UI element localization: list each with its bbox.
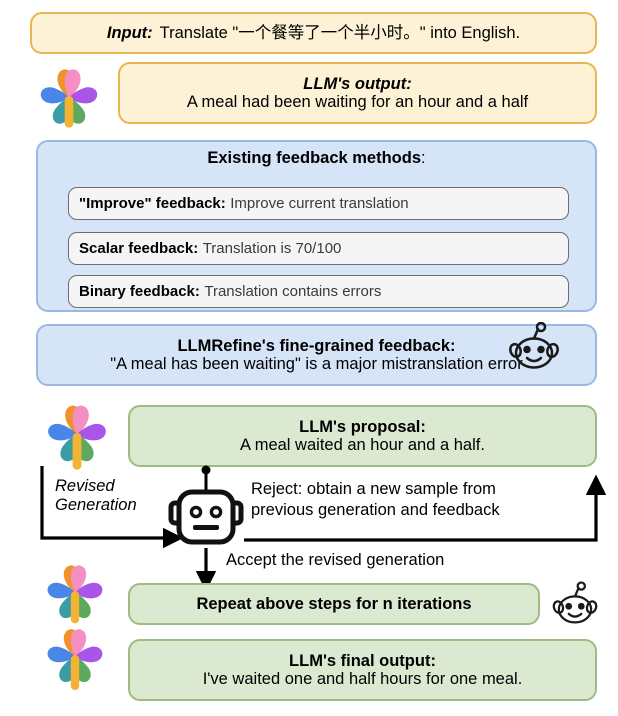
scalar-feedback-value: Translation is 70/100 bbox=[202, 239, 342, 257]
llmrefine-feedback-text: "A meal has been waiting" is a major mis… bbox=[110, 355, 523, 373]
llm-proposal-title: LLM's proposal: bbox=[299, 417, 426, 436]
binary-feedback-row: Binary feedback: Translation contains er… bbox=[68, 275, 569, 308]
existing-feedback-title-row: Existing feedback methods: bbox=[207, 149, 425, 168]
llmrefine-feedback-title: LLMRefine's fine-grained feedback: bbox=[177, 336, 456, 355]
binary-feedback-label: Binary feedback: bbox=[79, 282, 200, 300]
existing-feedback-panel: Existing feedback methods: "Improve" fee… bbox=[36, 140, 597, 312]
scalar-feedback-label: Scalar feedback: bbox=[79, 239, 199, 257]
llm-output-title: LLM's output: bbox=[303, 74, 412, 93]
final-output-text: I've waited one and half hours for one m… bbox=[202, 670, 523, 688]
llm-output-box: LLM's output: A meal had been waiting fo… bbox=[118, 62, 597, 124]
reddit-snoo-icon bbox=[549, 581, 601, 627]
revised-generation-label: Revised Generation bbox=[55, 477, 137, 515]
robot-icon bbox=[163, 487, 249, 549]
final-output-box: LLM's final output: I've waited one and … bbox=[128, 639, 597, 701]
improve-feedback-value: Improve current translation bbox=[230, 194, 409, 212]
input-text: Translate "一个餐等了一个半小时。" into English. bbox=[159, 23, 521, 42]
llm-proposal-text: A meal waited an hour and a half. bbox=[240, 436, 485, 454]
final-output-title: LLM's final output: bbox=[289, 651, 436, 670]
pinwheel-icon bbox=[40, 620, 110, 700]
input-box: Input: Translate "一个餐等了一个半小时。" into Engl… bbox=[30, 12, 597, 54]
improve-feedback-label: "Improve" feedback: bbox=[79, 194, 226, 212]
scalar-feedback-row: Scalar feedback: Translation is 70/100 bbox=[68, 232, 569, 265]
llmrefine-feedback-box: LLMRefine's fine-grained feedback: "A me… bbox=[36, 324, 597, 386]
pinwheel-icon bbox=[40, 556, 110, 632]
revised-generation-line1: Revised bbox=[55, 477, 115, 495]
llm-output-text: A meal had been waiting for an hour and … bbox=[186, 93, 529, 111]
reject-label: Reject: obtain a new sample from previou… bbox=[251, 480, 500, 520]
binary-feedback-value: Translation contains errors bbox=[204, 282, 382, 300]
pinwheel-icon bbox=[32, 60, 106, 132]
repeat-steps-box: Repeat above steps for n iterations bbox=[128, 583, 540, 625]
existing-feedback-title-colon: : bbox=[421, 149, 426, 167]
improve-feedback-row: "Improve" feedback: Improve current tran… bbox=[68, 187, 569, 220]
accept-label: Accept the revised generation bbox=[226, 551, 445, 569]
llm-proposal-box: LLM's proposal: A meal waited an hour an… bbox=[128, 405, 597, 467]
existing-feedback-title: Existing feedback methods bbox=[207, 149, 422, 167]
reject-line1: Reject: obtain a new sample from bbox=[251, 480, 496, 498]
revised-generation-line2: Generation bbox=[55, 495, 137, 514]
input-label: Input: bbox=[106, 23, 153, 42]
repeat-steps-text: Repeat above steps for n iterations bbox=[196, 594, 472, 613]
pinwheel-icon bbox=[40, 396, 114, 480]
reddit-snoo-icon bbox=[505, 321, 563, 372]
reject-line2: previous generation and feedback bbox=[251, 500, 500, 519]
